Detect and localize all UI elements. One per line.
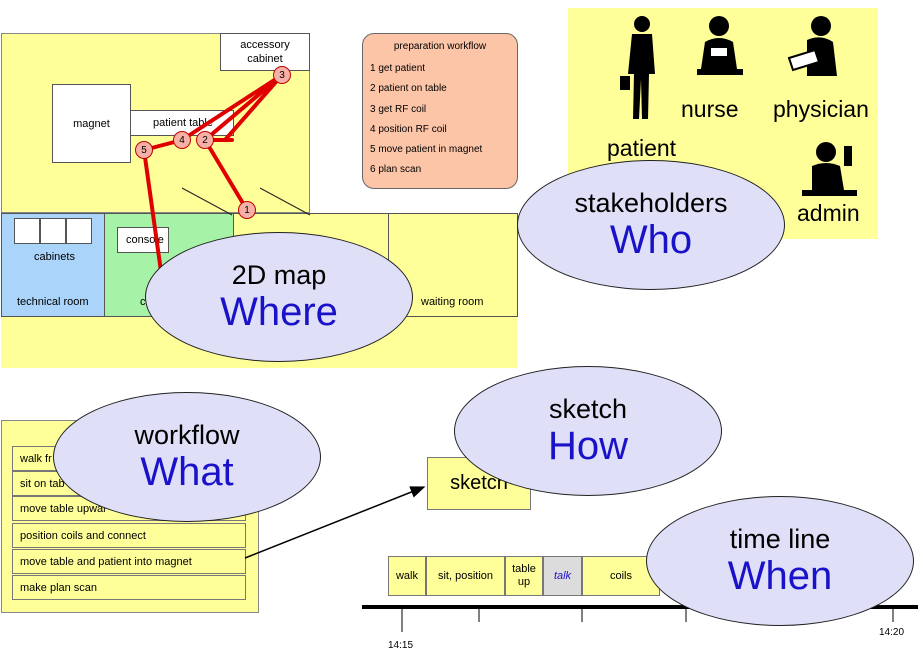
prep-workflow-title: preparation workflow	[393, 41, 487, 52]
when-ellipse: time line When	[646, 496, 914, 626]
waiting-room-label: waiting room	[421, 296, 484, 308]
cabinet-slot	[40, 218, 66, 244]
timeline-table-up-label: table up	[512, 563, 536, 588]
timeline-cell-walk: walk	[388, 556, 426, 596]
prep-step: 4 position RF coil	[370, 123, 447, 135]
patient-table-label: patient table	[153, 117, 213, 129]
cabinet-slot	[66, 218, 92, 244]
physician-figure-icon	[787, 16, 837, 76]
who-ellipse: stakeholders Who	[517, 160, 785, 290]
patient-label: patient	[607, 135, 677, 161]
console: console	[117, 227, 169, 253]
how-ellipse-subtitle: sketch	[548, 394, 628, 425]
where-ellipse-title: Where	[220, 289, 338, 334]
when-ellipse-subtitle: time line	[729, 524, 831, 555]
workflow-step: make plan scan	[12, 575, 246, 600]
timeline-cell-talk: talk	[543, 556, 582, 596]
patient-figure-icon	[620, 16, 655, 119]
admin-label: admin	[797, 200, 860, 226]
physician-label: physician	[773, 96, 869, 122]
prep-step: 6 plan scan	[370, 164, 422, 176]
when-ellipse-title: When	[727, 553, 833, 598]
prep-step: 2 patient on table	[370, 83, 447, 95]
route-marker-3: 3	[273, 66, 291, 84]
magnet-label: magnet	[73, 117, 110, 130]
who-ellipse-title: Who	[609, 217, 693, 262]
what-ellipse-subtitle: workflow	[134, 420, 240, 451]
magnet: magnet	[52, 84, 131, 163]
route-marker-1: 1	[238, 201, 256, 219]
route-marker-2: 2	[196, 131, 214, 149]
workflow-step: move table and patient into magnet	[12, 549, 246, 574]
where-ellipse: 2D map Where	[145, 232, 413, 362]
admin-figure-icon	[802, 142, 857, 196]
prep-step: 5 move patient in magnet	[370, 144, 483, 156]
how-ellipse: sketch How	[454, 366, 722, 496]
how-ellipse-title: How	[547, 423, 629, 468]
nurse-label: nurse	[681, 96, 739, 122]
route-marker-5: 5	[135, 141, 153, 159]
timeline-end-time: 14:20	[879, 627, 905, 638]
cabinet-slot	[14, 218, 40, 244]
timeline-cell-sit-position: sit, position	[426, 556, 505, 596]
prep-step: 1 get patient	[370, 63, 426, 74]
accessory-cabinet: accessory cabinet	[220, 33, 310, 71]
where-ellipse-subtitle: 2D map	[231, 260, 327, 291]
timeline-start-time: 14:15	[388, 640, 414, 651]
cabinets-label: cabinets	[34, 251, 75, 263]
prep-workflow-box: preparation workflow 1 get patient 2 pat…	[362, 33, 518, 189]
accessory-cabinet-label: accessory cabinet	[240, 39, 290, 65]
who-ellipse-subtitle: stakeholders	[574, 188, 728, 219]
what-ellipse: workflow What	[53, 392, 321, 522]
technical-room-label: technical room	[17, 296, 89, 308]
nurse-figure-icon	[697, 16, 743, 75]
route-marker-4: 4	[173, 131, 191, 149]
door-line	[259, 187, 311, 216]
timeline-cell-table-up: table up	[505, 556, 543, 596]
door-line	[181, 187, 233, 216]
prep-step: 3 get RF coil	[370, 103, 427, 115]
what-ellipse-title: What	[140, 449, 234, 494]
workflow-step: position coils and connect	[12, 523, 246, 548]
